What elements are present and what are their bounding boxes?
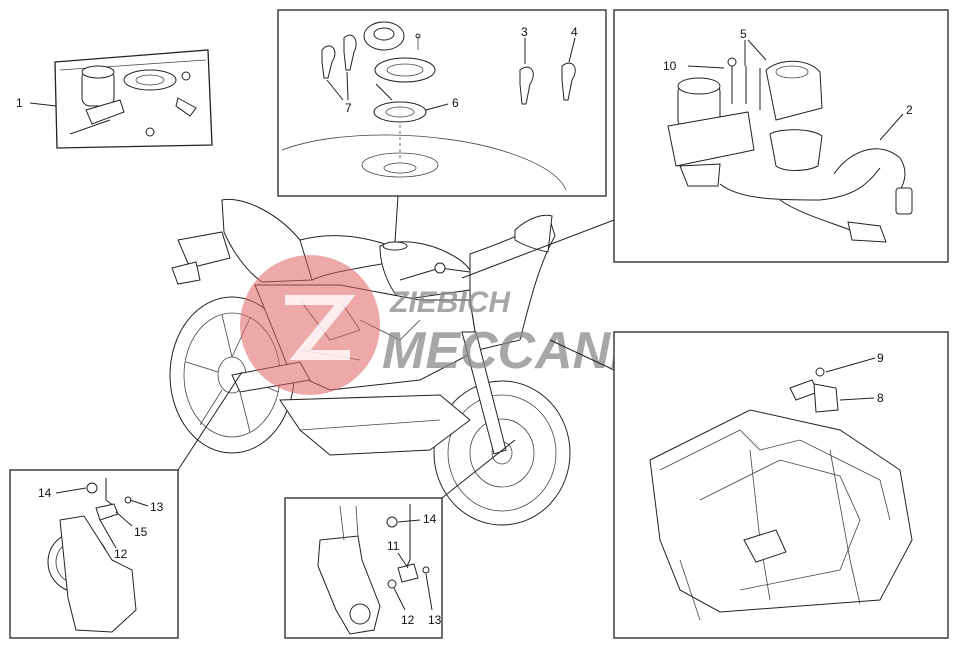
callout-9: 9 bbox=[877, 351, 884, 365]
callout-10: 10 bbox=[663, 59, 677, 73]
front-wheel bbox=[433, 380, 571, 526]
callout-13a: 13 bbox=[150, 500, 164, 514]
callout-4: 4 bbox=[571, 25, 578, 39]
callout-15: 15 bbox=[134, 525, 148, 539]
callout-3: 3 bbox=[521, 25, 528, 39]
callout-6: 6 bbox=[452, 96, 459, 110]
rear-speed-sensor-detail bbox=[9, 469, 179, 639]
callout-13b: 13 bbox=[428, 613, 442, 627]
callout-12a: 12 bbox=[114, 547, 128, 561]
ignition-switch-detail bbox=[54, 49, 213, 149]
leader-lines bbox=[177, 195, 615, 499]
airbox-sensor-detail bbox=[613, 331, 949, 639]
callout-14a: 14 bbox=[38, 486, 52, 500]
callout-11: 11 bbox=[387, 539, 400, 553]
front-speed-sensor-detail bbox=[284, 497, 443, 639]
key-switch-assembly-detail bbox=[613, 9, 949, 263]
callout-14b: 14 bbox=[423, 512, 437, 526]
callout-5: 5 bbox=[740, 27, 747, 41]
callout-2: 2 bbox=[906, 103, 913, 117]
callout-7: 7 bbox=[345, 101, 352, 115]
watermark-logo bbox=[240, 255, 380, 395]
callout-12b: 12 bbox=[401, 613, 415, 627]
watermark-line1: ZIEBICH bbox=[389, 286, 511, 319]
fuel-filler-detail bbox=[277, 9, 607, 197]
callout-1: 1 bbox=[16, 96, 23, 110]
callout-8: 8 bbox=[877, 391, 884, 405]
